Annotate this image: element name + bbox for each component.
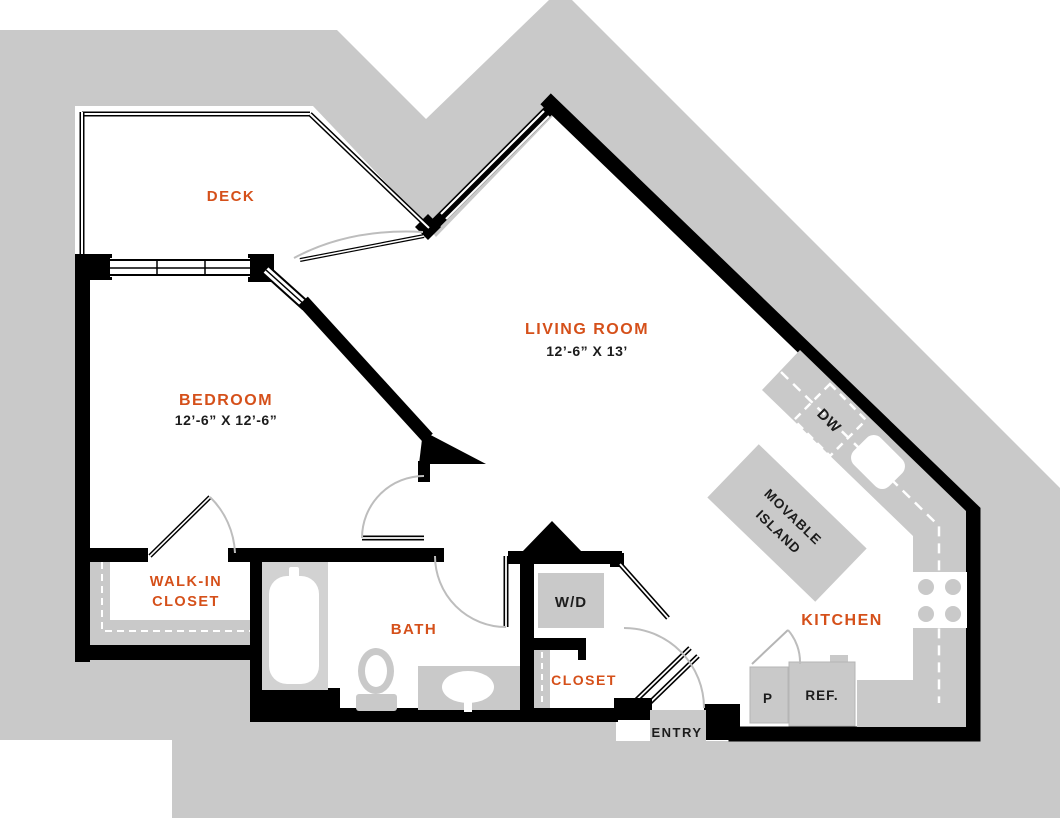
bedroom-window-diagonal: [262, 265, 310, 311]
refrigerator-label: REF.: [805, 688, 838, 703]
stove: [912, 572, 967, 628]
pantry: [749, 629, 802, 724]
wd-left-wall: [520, 552, 534, 722]
deck-railing: [79, 111, 431, 260]
deck-door-leaf-inner: [299, 235, 425, 261]
kitchen-counter: [762, 350, 966, 727]
bedroom-door-hinge-post: [418, 461, 430, 482]
pantry-label: P: [763, 691, 773, 706]
toilet: [356, 648, 397, 711]
walkin-shelf-bottom: [90, 620, 250, 645]
living-room-window-wall: [424, 104, 555, 235]
exterior-wall-northeast: [540, 93, 981, 742]
bath-vanity: [418, 666, 520, 712]
wd-roof-peak: [522, 521, 582, 552]
walkin-bottom-wall: [75, 645, 258, 660]
bathtub: [262, 562, 328, 690]
walkin-door-arc: [209, 496, 236, 554]
walkin-top-wall-right: [228, 548, 266, 562]
kitchen-label: KITCHEN: [801, 612, 883, 629]
entry-door-arc: [623, 627, 705, 709]
entry-step-right: [704, 704, 740, 740]
deck-door-arc: [293, 230, 424, 259]
refrigerator: [788, 655, 856, 727]
bedroom-window: [75, 254, 274, 282]
entry-vestibule: [650, 710, 706, 741]
wd-top-wall: [508, 551, 622, 564]
walkin-closet-label-line2: CLOSET: [152, 594, 220, 610]
bedroom-divider-wall: [298, 296, 433, 443]
bath-door-arc: [434, 555, 507, 628]
window-glass-line-1: [440, 110, 545, 215]
walkin-door-leaf-inner: [149, 496, 211, 557]
bedroom-label: BEDROOM: [179, 392, 273, 409]
kitchen-sink: [851, 435, 905, 489]
entry-label: ENTRY: [651, 725, 702, 740]
bath-bottom-wall-thick: [256, 688, 340, 722]
walkin-top-wall-left: [75, 548, 148, 562]
deck-label: DECK: [207, 188, 256, 205]
entry-step-left: [614, 698, 652, 720]
washer-dryer-unit: [538, 573, 604, 628]
washer-dryer-label: W/D: [555, 594, 587, 611]
bedroom-dims: 12’-6” X 12’-6”: [175, 412, 277, 428]
bath-top-wall: [266, 548, 444, 562]
window-glass-line-2: [445, 115, 550, 220]
bath-label: BATH: [391, 621, 438, 638]
movable-island: [707, 444, 867, 602]
walkin-closet-label-line1: WALK-IN: [150, 574, 223, 590]
wd-bottom-wall-stub: [578, 646, 586, 660]
living-room-label: LIVING ROOM: [525, 321, 649, 338]
west-wall: [75, 254, 90, 662]
dishwasher-outline: [792, 382, 868, 458]
living-room-dims: 12’-6” X 13’: [546, 343, 628, 359]
kitchen-counter-dash: [780, 371, 941, 703]
closet-label: CLOSET: [551, 672, 617, 688]
bedroom-door-frame: [419, 431, 486, 464]
bedroom-door-arc: [361, 475, 425, 539]
wd-bottom-wall: [534, 638, 586, 650]
